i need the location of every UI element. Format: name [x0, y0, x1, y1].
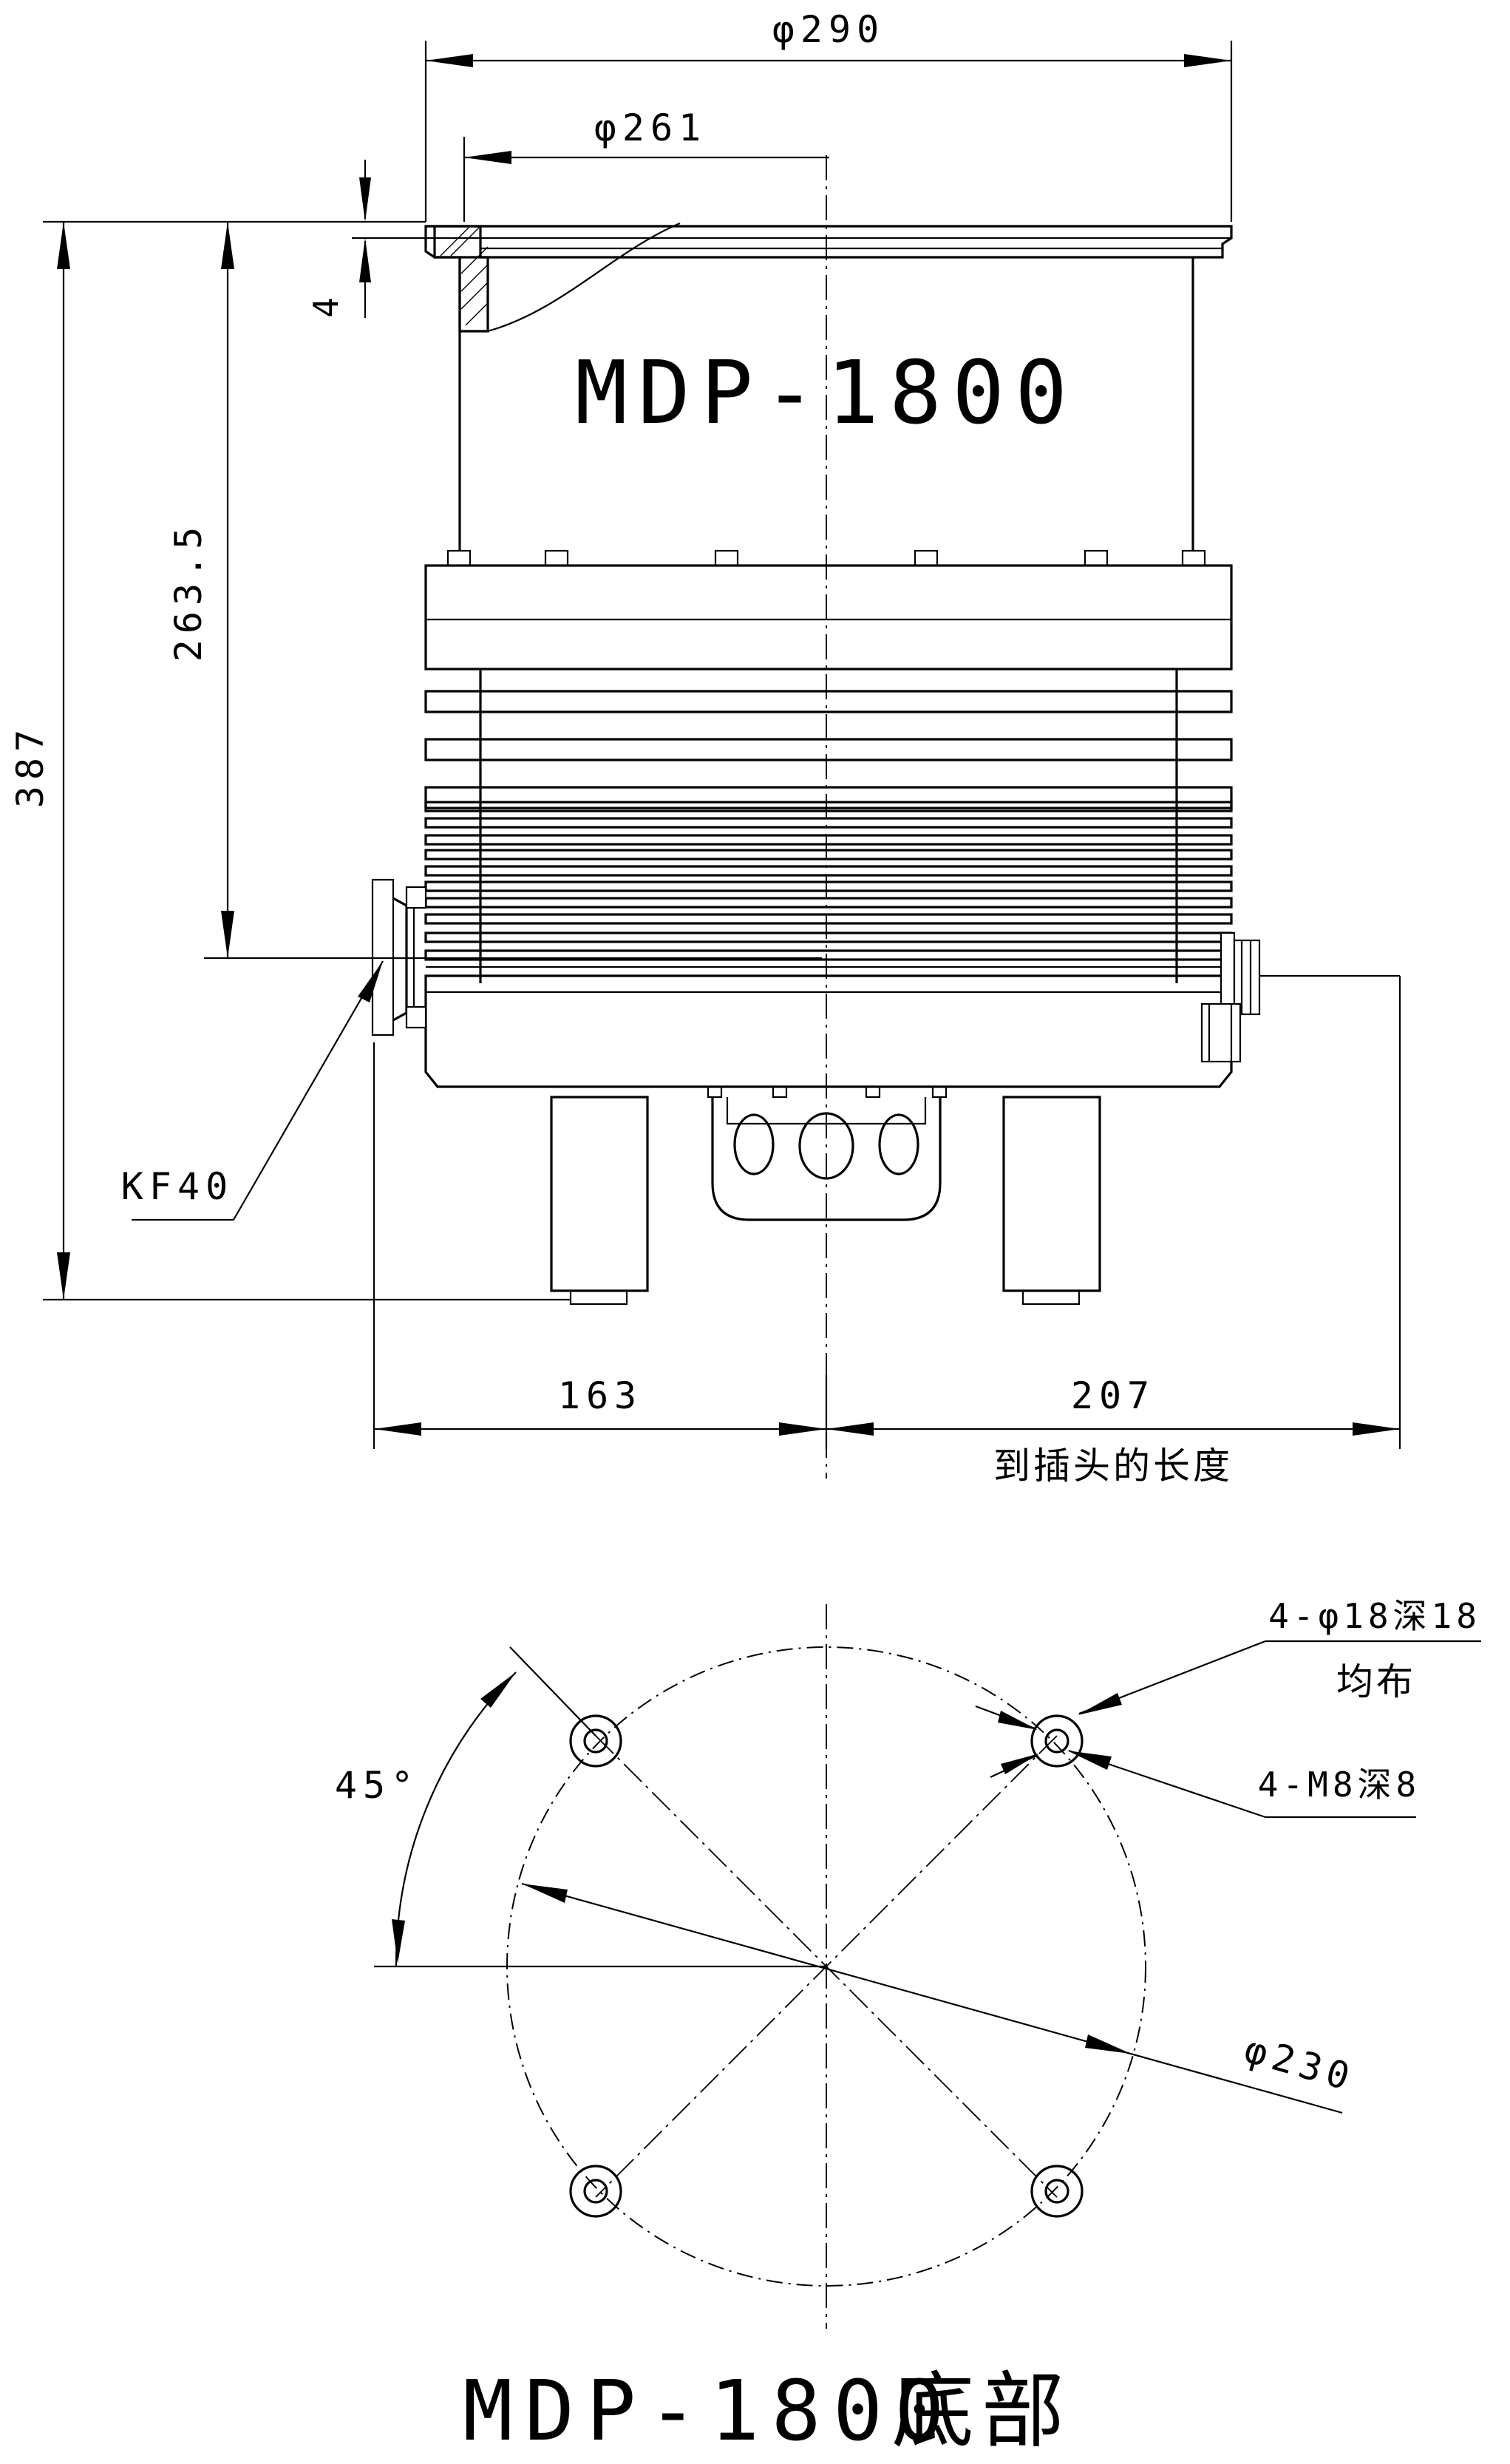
hole-spec-line1: 4-φ18深18	[1268, 1596, 1481, 1636]
dim-inner-flange-dia: φ261	[594, 106, 707, 149]
dim-left-to-center: 163	[558, 1374, 642, 1417]
bottom-studs	[707, 1085, 948, 1099]
mounting-hole-bottom-left	[569, 2165, 622, 2218]
port-label: KF40	[121, 1165, 234, 1208]
center-bracket	[711, 1097, 942, 1221]
top-flange	[424, 222, 1233, 333]
housing-top-block	[424, 564, 1233, 671]
dim-flange-thickness: 4	[306, 293, 346, 318]
footer-title: MDP-1800	[463, 2363, 956, 2460]
power-connector	[1200, 931, 1261, 1063]
mounting-hole-bottom-right	[1030, 2165, 1084, 2218]
bottom-view: 45° φ230 4-φ18深18 均布 4-M8深8	[335, 1596, 1481, 2329]
dim-height-to-port: 263.5	[167, 521, 210, 662]
thread-spec: 4-M8深8	[1258, 1765, 1421, 1805]
dim-total-height: 387	[9, 724, 52, 808]
dim-outer-flange-dia: φ290	[772, 8, 885, 51]
right-foot	[1002, 1096, 1101, 1306]
front-dimensions: φ290 φ261 4 263.5 387 KF40	[9, 8, 1401, 1487]
mounting-hole-top-right	[1030, 1714, 1084, 1768]
hole-spec-line2: 均布	[1336, 1660, 1416, 1703]
cooling-fins	[424, 669, 1233, 983]
model-label: MDP-1800	[575, 342, 1078, 444]
left-foot	[550, 1096, 649, 1306]
dim-right-note: 到插头的长度	[993, 1445, 1233, 1487]
front-view: MDP-1800	[371, 155, 1261, 1479]
angle-label: 45°	[335, 1764, 419, 1807]
diameter-line	[521, 1882, 1343, 2114]
footer-suffix: 底部	[891, 2363, 1072, 2460]
mounting-hole-top-left	[569, 1714, 622, 1768]
angle-arc	[395, 1671, 517, 1967]
dim-right-to-center: 207	[1071, 1374, 1155, 1417]
